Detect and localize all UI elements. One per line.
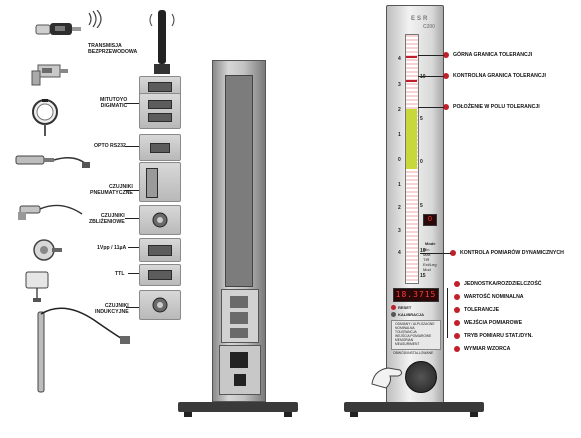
reset-button[interactable]	[391, 305, 396, 310]
wireless-probe	[34, 20, 84, 38]
annot-tolerance: TOLERANCJE	[464, 307, 500, 313]
pneumatic-probe-icon	[15, 155, 90, 168]
antenna-icon	[149, 10, 175, 74]
column-side-body	[212, 60, 266, 402]
column-side-base	[178, 402, 298, 412]
device-base	[344, 402, 484, 412]
annot-inputs: WEJŚCIA POMIAROWE	[464, 320, 523, 326]
annot-nominal: WARTOŚĆ NOMINALNA	[464, 294, 524, 300]
annot-dynamic: KONTROLA POMIARÓW DYNAMICZNYCH	[460, 250, 564, 256]
hand-icon	[371, 367, 403, 389]
annot-unit: JEDNOSTKA/ROZDZIELCZOŚĆ	[464, 281, 542, 287]
label-mitutoyo: MITUTOYO DIGIMATIC	[100, 97, 128, 109]
dial-indicator-icon	[32, 99, 58, 136]
wifi-waves-icon	[88, 10, 102, 28]
digimatic-gauge-icon	[31, 64, 68, 86]
label-ttl: TTL	[115, 271, 125, 277]
module-proximity	[139, 205, 181, 235]
module-mitutoyo	[139, 93, 181, 129]
digital-display: 18.3715	[393, 288, 439, 302]
tolerance-green-bar	[406, 109, 417, 169]
annot-upper-limit: GÓRNA GRANICA TOLERANCJI	[453, 52, 533, 58]
inductive-probe-icon	[37, 307, 130, 393]
calibration-button[interactable]	[391, 312, 396, 317]
device-front: ESR C200 4 3 2 1 0 1 2 3 4 10 5 0 5 10 1…	[386, 5, 444, 404]
label-pneumatic: CZUJNIKI PNEUMATYCZNE	[90, 184, 133, 196]
model-label: C200	[423, 24, 435, 30]
label-inductive: CZUJNIKI INDUKCYJNE	[95, 303, 129, 315]
annot-static-mode: TRYB POMIARU STAT./DYN.	[464, 333, 533, 339]
annot-position: POŁOŻENIE W POLU TOLERANCJI	[453, 104, 540, 110]
rotary-knob[interactable]	[405, 361, 437, 393]
encoder-icon	[33, 239, 62, 261]
module-opto	[139, 134, 181, 161]
module-inductive	[139, 290, 181, 320]
module-ttl	[139, 264, 181, 286]
label-wireless: TRANSMISJA BEZPRZEWODOWA	[88, 43, 138, 55]
label-opto: OPTO RS232	[94, 143, 126, 149]
module-vpp	[139, 238, 181, 262]
wireless-probe-icon	[35, 23, 81, 35]
label-vpp: 1Vpp / 11µA	[97, 245, 127, 251]
annot-master: WYMIAR WZORCA	[464, 346, 511, 352]
annot-control-limit: KONTROLNA GRANICA TOLERANCJI	[453, 73, 546, 79]
proximity-probe-icon	[18, 204, 83, 220]
ttl-device-icon	[25, 271, 49, 302]
module-pneumatic	[139, 162, 181, 202]
digit-box: 0	[423, 214, 437, 226]
label-proximity: CZUJNIKI ZBLIŻENIOWE	[89, 213, 125, 225]
brand-logo: ESR	[411, 16, 430, 22]
